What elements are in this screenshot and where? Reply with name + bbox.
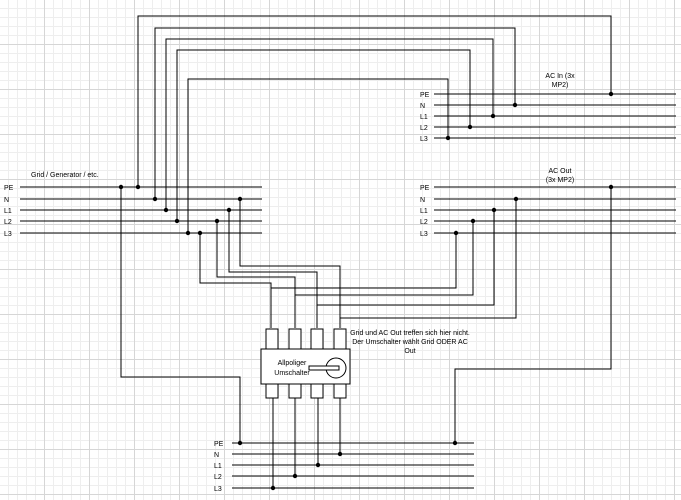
junction-dot — [174, 218, 180, 224]
wire-n-grid-switch — [239, 199, 341, 328]
junction-dot — [453, 230, 459, 236]
wire-l2-acout-switch — [295, 221, 474, 296]
acin-label-pe: PE — [420, 92, 430, 99]
bottom-label-pe: PE — [214, 441, 224, 448]
acout-labels: AC Out (3x MP2) PE N L1 L2 L3 — [420, 168, 574, 238]
switch-to-bottom-wires — [272, 397, 341, 488]
junction-dot — [185, 230, 191, 236]
switch-terminal-out-4 — [333, 383, 347, 399]
grid-bus — [20, 186, 262, 234]
junction-dot — [452, 440, 458, 446]
note-line2: Der Umschalter wählt Grid ODER AC — [352, 339, 468, 346]
acout-bus — [434, 186, 676, 234]
grid-label-l2: L2 — [4, 219, 12, 226]
acout-label-l3: L3 — [420, 231, 428, 238]
acout-title-line1: AC Out — [549, 168, 572, 175]
acin-bus — [434, 93, 676, 139]
acin-title-line1: AC In (3x — [545, 73, 575, 80]
junction-dot — [270, 485, 276, 491]
bottom-label-l3: L3 — [214, 486, 222, 493]
note-line3: Out — [404, 348, 415, 355]
bottom-labels: PE N L1 L2 L3 — [214, 441, 224, 493]
wire-l1-grid-acin — [165, 38, 494, 210]
acin-labels: AC In (3x MP2) PE N L1 L2 L3 — [420, 73, 575, 143]
junction-dot — [490, 113, 496, 119]
grid-label-l3: L3 — [4, 231, 12, 238]
switch-terminal-out-3 — [310, 383, 324, 399]
wire-l3-acout-switch — [271, 233, 457, 289]
junction-dot — [237, 440, 243, 446]
transfer-switch: Allpoliger Umschalter — [260, 348, 351, 385]
junction-dot — [226, 207, 232, 213]
junction-dot — [608, 184, 614, 190]
wire-l1-grid-switch — [228, 210, 318, 328]
switch-handle-icon — [308, 365, 340, 371]
bottom-label-l2: L2 — [214, 474, 222, 481]
wire-pe-acout-bottom — [454, 187, 612, 443]
grid-labels: Grid / Generator / etc. PE N L1 L2 L3 — [4, 172, 99, 238]
junction-dot — [118, 184, 124, 190]
switch-terminal-in-1 — [265, 328, 279, 350]
wire-n-acout-switch — [340, 199, 517, 319]
bottom-bus — [232, 442, 474, 489]
grid-to-switch-wires — [199, 199, 341, 328]
switch-terminal-in-4 — [333, 328, 347, 350]
wire-l3-grid-acin — [187, 78, 449, 233]
switch-terminal-in-2 — [288, 328, 302, 350]
junction-dot — [237, 196, 243, 202]
acout-label-l2: L2 — [420, 219, 428, 226]
junction-dot — [214, 218, 220, 224]
wire-l2-grid-acin — [176, 49, 471, 221]
junction-dot — [467, 124, 473, 130]
wire-pe-grid-acin — [137, 15, 612, 187]
junction-dot — [491, 207, 497, 213]
junction-dot — [337, 451, 343, 457]
junction-dot — [608, 91, 614, 97]
junction-dot — [163, 207, 169, 213]
junction-dot — [292, 473, 298, 479]
acout-label-n: N — [420, 197, 425, 204]
junction-dot — [512, 102, 518, 108]
acout-label-l1: L1 — [420, 208, 428, 215]
switch-label-line2: Umschalter — [274, 370, 310, 377]
junction-dot — [315, 462, 321, 468]
grid-title: Grid / Generator / etc. — [31, 172, 99, 179]
acout-label-pe: PE — [420, 185, 430, 192]
grid-label-pe: PE — [4, 185, 14, 192]
acin-label-l1: L1 — [420, 114, 428, 121]
bottom-label-l1: L1 — [214, 463, 222, 470]
switch-label-line1: Allpoliger — [278, 360, 307, 367]
junction-dot — [470, 218, 476, 224]
switch-terminal-out-2 — [288, 383, 302, 399]
note-line1: Grid und AC Out treffen sich hier nicht. — [350, 330, 470, 337]
grid-label-l1: L1 — [4, 208, 12, 215]
junction-dot — [445, 135, 451, 141]
wire-n-grid-acin — [154, 27, 516, 199]
note: Grid und AC Out treffen sich hier nicht.… — [350, 330, 470, 355]
junction-dot — [197, 230, 203, 236]
acout-to-switch-wires — [271, 199, 517, 319]
junction-dot — [152, 196, 158, 202]
acin-title-line2: MP2) — [552, 82, 569, 89]
junction-dot — [135, 184, 141, 190]
acout-title-line2: (3x MP2) — [546, 177, 574, 184]
acin-label-n: N — [420, 103, 425, 110]
junction-dot — [513, 196, 519, 202]
grid-label-n: N — [4, 197, 9, 204]
wire-l1-acout-switch — [317, 210, 495, 306]
acin-label-l2: L2 — [420, 125, 428, 132]
bottom-label-n: N — [214, 452, 219, 459]
wire-l3-grid-switch — [199, 233, 272, 328]
wire-l2-grid-switch — [216, 221, 296, 328]
acin-label-l3: L3 — [420, 136, 428, 143]
junction-dots — [118, 91, 614, 491]
switch-terminal-out-1 — [265, 383, 279, 399]
wire-pe-grid-bottom — [120, 187, 241, 443]
grid-to-acin-wires — [137, 15, 612, 233]
switch-terminal-in-3 — [310, 328, 324, 350]
